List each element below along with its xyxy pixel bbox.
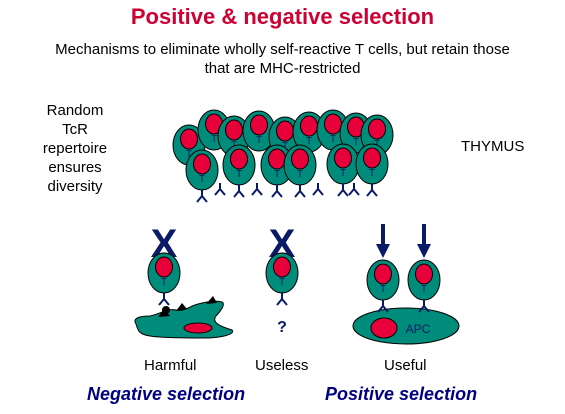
t-cell-label: T (161, 277, 167, 288)
binding-point (162, 306, 170, 314)
t-cell: T (147, 252, 181, 306)
tcr-receptor (196, 190, 208, 203)
t-cell-nucleus (291, 148, 309, 170)
t-cell-label: T (330, 134, 336, 145)
t-cell-nucleus (363, 147, 381, 169)
t-cell: T (222, 144, 256, 198)
t-cell-nucleus (374, 263, 392, 285)
t-cell-nucleus (230, 148, 248, 170)
tcr-receptor (233, 185, 245, 198)
positive-selection-label: Positive selection (325, 384, 478, 404)
negative-selection-label: Negative selection (87, 384, 246, 404)
tcr-receptor (418, 300, 430, 313)
t-cell-nucleus (324, 113, 342, 135)
tcr-receptor (276, 293, 288, 306)
t-cell: T (260, 144, 294, 198)
useless-label: Useless (255, 357, 309, 374)
tcr-receptor (366, 184, 378, 197)
t-cell-nucleus (415, 263, 433, 285)
t-cell: T (366, 259, 400, 313)
tcr-receptor (377, 300, 389, 313)
note-line: TcR (62, 121, 88, 138)
t-cell-label: T (211, 134, 217, 145)
note-line: Random (46, 102, 104, 119)
subtitle-line: that are MHC-restricted (204, 60, 361, 77)
note-line: repertoire (42, 140, 108, 157)
t-cell: T (283, 144, 317, 198)
t-cell-label: T (279, 277, 285, 288)
t-cell-label: T (282, 141, 288, 152)
t-cell-nucleus (276, 120, 294, 142)
tcr-receptor (214, 183, 226, 196)
t-cell-nucleus (368, 118, 386, 140)
t-cell: T (326, 143, 360, 197)
t-cell: T (242, 110, 276, 152)
mhc-spike (206, 296, 217, 304)
t-cell-label: T (199, 174, 205, 185)
t-cell-label: T (186, 149, 192, 160)
t-cell-label: T (256, 135, 262, 146)
tcr-receptor (312, 183, 324, 196)
t-cell-label: T (306, 136, 312, 147)
t-cell-nucleus (300, 115, 318, 137)
selection-arrow-head (376, 244, 390, 258)
subtitle: Mechanisms to eliminate wholly self-reac… (0, 40, 565, 78)
t-cell: T (292, 111, 326, 153)
apc-label: APC (406, 322, 431, 336)
useful-label: Useful (384, 357, 427, 374)
t-cell: T (355, 143, 389, 197)
t-cell-nucleus (180, 128, 198, 150)
t-cell: T (407, 259, 441, 313)
thymus-label: THYMUS (461, 138, 525, 155)
note-line: ensures (48, 159, 102, 176)
t-cell-label: T (353, 137, 359, 148)
tcr-receptor (271, 185, 283, 198)
apc-nucleus (370, 317, 398, 339)
t-cell-nucleus (250, 114, 268, 136)
t-cell-nucleus (273, 256, 291, 278)
tcr-receptor (294, 185, 306, 198)
t-cell-nucleus (334, 147, 352, 169)
t-cell-nucleus (155, 256, 173, 278)
t-cell-label: T (274, 169, 280, 180)
subtitle-line: Mechanisms to eliminate wholly self-reac… (55, 41, 510, 58)
note-line: diversity (47, 178, 103, 195)
tcr-receptor (348, 183, 360, 196)
t-cell-label: T (380, 284, 386, 295)
t-cell-label: T (421, 284, 427, 295)
t-cell-nucleus (193, 153, 211, 175)
selection-arrow-head (417, 244, 431, 258)
page-title: Positive & negative selection (130, 4, 435, 29)
t-cell-nucleus (268, 148, 286, 170)
harmful-label: Harmful (144, 357, 197, 374)
tcr-receptor (251, 183, 263, 196)
t-cell: T (185, 149, 219, 203)
stromal-cell-nucleus (183, 322, 213, 334)
tcr-receptor (337, 184, 349, 197)
tcr-receptor (158, 293, 170, 306)
t-cell-label: T (369, 168, 375, 179)
t-cell-nucleus (225, 119, 243, 141)
t-cell-label: T (340, 168, 346, 179)
t-cell-label: T (236, 169, 242, 180)
t-cell: T (265, 252, 299, 306)
t-cell-label: T (297, 169, 303, 180)
repertoire-note: Random TcR repertoire ensures diversity (30, 101, 120, 196)
unknown-mark: ? (277, 319, 287, 336)
mhc-spike (176, 303, 187, 311)
